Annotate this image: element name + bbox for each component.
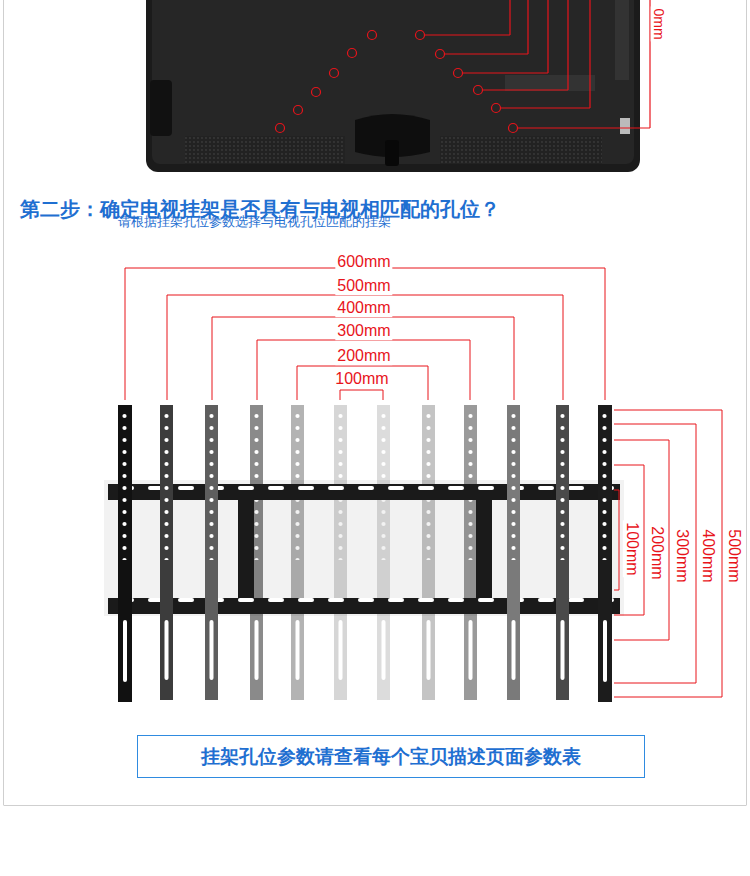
tv-back [146, 0, 640, 172]
width-dimension: 500mm [335, 277, 392, 295]
height-dimension: 200mm [648, 524, 666, 581]
height-dimension: 300mm [673, 527, 691, 584]
height-dimension-lines [614, 410, 722, 697]
note-text: 挂架孔位参数请查看每个宝贝描述页面参数表 [201, 744, 581, 770]
width-dimension: 600mm [335, 253, 392, 271]
tv-dimension: 0mm [650, 6, 665, 41]
width-dimension: 300mm [335, 322, 392, 340]
mount-rails [104, 480, 624, 616]
width-dimension: 200mm [335, 347, 392, 365]
note-box: 挂架孔位参数请查看每个宝贝描述页面参数表 [137, 735, 645, 778]
height-dimension: 400mm [699, 527, 717, 584]
mount-bars-outer [118, 405, 612, 702]
tv-hole-markers [276, 0, 651, 133]
sub-heading: 请根据挂架孔位参数选择与电视孔位匹配的挂架 [118, 215, 391, 229]
width-dimension: 400mm [335, 299, 392, 317]
width-dimension-lines [125, 268, 605, 400]
height-dimension: 100mm [623, 520, 641, 577]
width-dimension: 100mm [333, 370, 390, 388]
height-dimension: 500mm [725, 527, 743, 584]
